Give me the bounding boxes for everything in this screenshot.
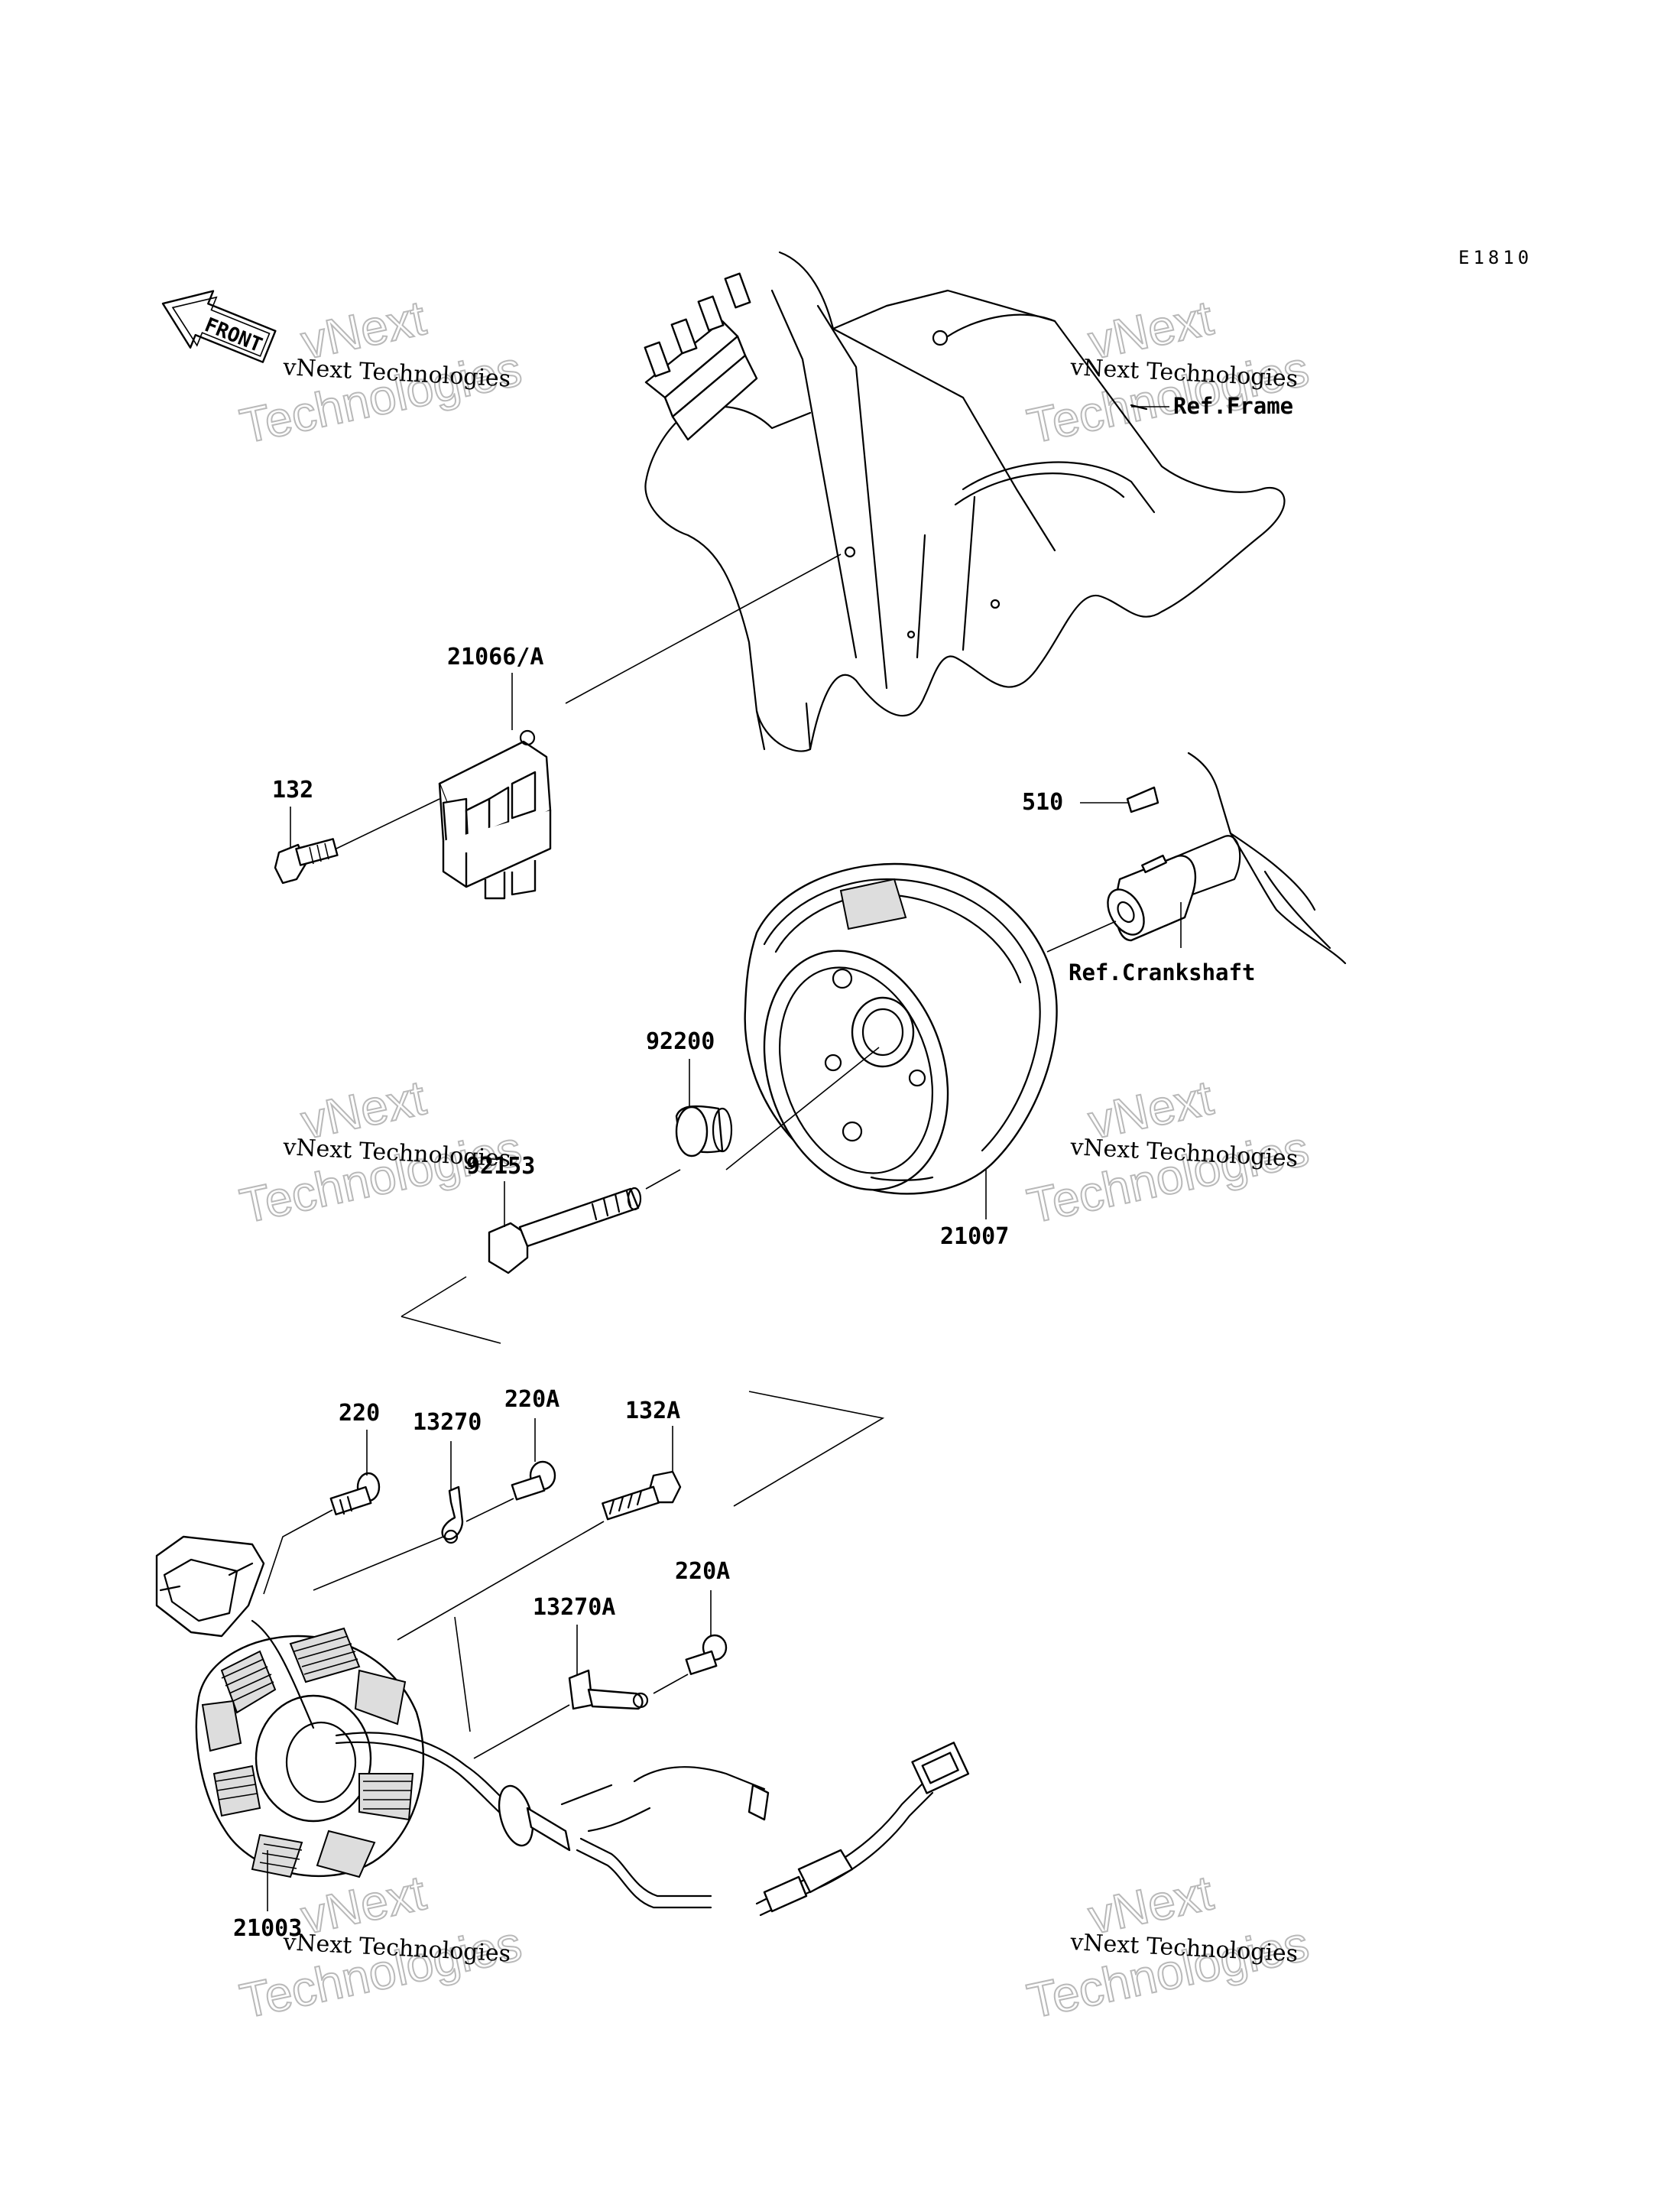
part-label-132: 132 [272,777,313,804]
part-label-92153: 92153 [466,1153,535,1180]
bolt-220A-top [511,1460,556,1501]
bolt-92153-axis-2 [401,1316,501,1344]
part-label-92200: 92200 [646,1028,715,1055]
clamp-13270 [441,1485,464,1544]
bolt-220A-mid [685,1634,728,1675]
regulator-rectifier [438,729,552,900]
watermark-bottom-right: Technologies vNext vNext Technologies [1022,1864,1314,2029]
frame-clips [644,272,758,441]
flywheel-rotor [744,862,1058,1195]
bolt-220A-top-line [465,1498,514,1522]
part-label-132A: 132A [625,1398,680,1424]
svg-text:Technologies: Technologies [1023,1121,1313,1234]
bolt-132A-line [397,1521,605,1641]
ref-crankshaft-label: Ref.Crankshaft [1069,959,1255,985]
clamp-13270A-line [473,1704,570,1759]
stator-center-line [454,1616,471,1732]
bolt-220A-mid-line [653,1674,689,1694]
part-label-21066A: 21066/A [447,644,543,670]
part-label-220A-mid: 220A [675,1558,730,1585]
watermark-top-left: Technologies vNext vNext Technologies [235,289,527,454]
bolt-92153-line [645,1169,681,1190]
ref-frame-label: Ref.Frame [1173,393,1293,419]
crankshaft-drawing [1107,752,1347,965]
part-label-13270: 13270 [413,1409,482,1436]
flywheel-axis-line [725,1047,880,1170]
clamp-13270-line [313,1536,444,1591]
part-label-220: 220 [339,1400,380,1427]
bolt-132 [274,838,339,885]
bolt-92153-axis [401,1276,467,1317]
wiring-harness [498,1742,970,1917]
frame-drawing [644,251,1286,752]
part-label-220A-top: 220A [504,1386,559,1413]
watermark-bottom-left: Technologies vNext vNext Technologies [235,1864,527,2029]
diagram-code: E1810 [1458,247,1532,268]
part-label-21003: 21003 [233,1915,302,1942]
washer-92200 [675,1105,733,1157]
watermark-mid-left: Technologies vNext vNext Technologies [235,1069,527,1234]
stator-bracket-line [733,1391,885,1507]
clamp-13270A [568,1669,649,1710]
part-label-21007: 21007 [940,1223,1009,1250]
watermark-top-right: Technologies vNext vNext Technologies [1022,289,1314,454]
stator-assembly [155,1535,521,1878]
svg-text:Technologies: Technologies [1023,1916,1313,2029]
bolt-132-line [336,798,440,849]
watermark-mid-right: Technologies vNext vNext Technologies [1022,1069,1314,1234]
bolt-220-line [263,1509,333,1595]
part-label-13270A: 13270A [533,1594,615,1621]
regulator-to-frame-line [565,554,842,704]
bolt-220 [329,1472,381,1516]
crankshaft-axis-line [1046,920,1117,953]
front-arrow-icon: FRONT [161,290,277,363]
svg-text:Technologies: Technologies [235,341,526,454]
part-label-510: 510 [1022,789,1063,816]
bolt-132A [602,1470,682,1521]
bolt-92153 [488,1187,642,1274]
